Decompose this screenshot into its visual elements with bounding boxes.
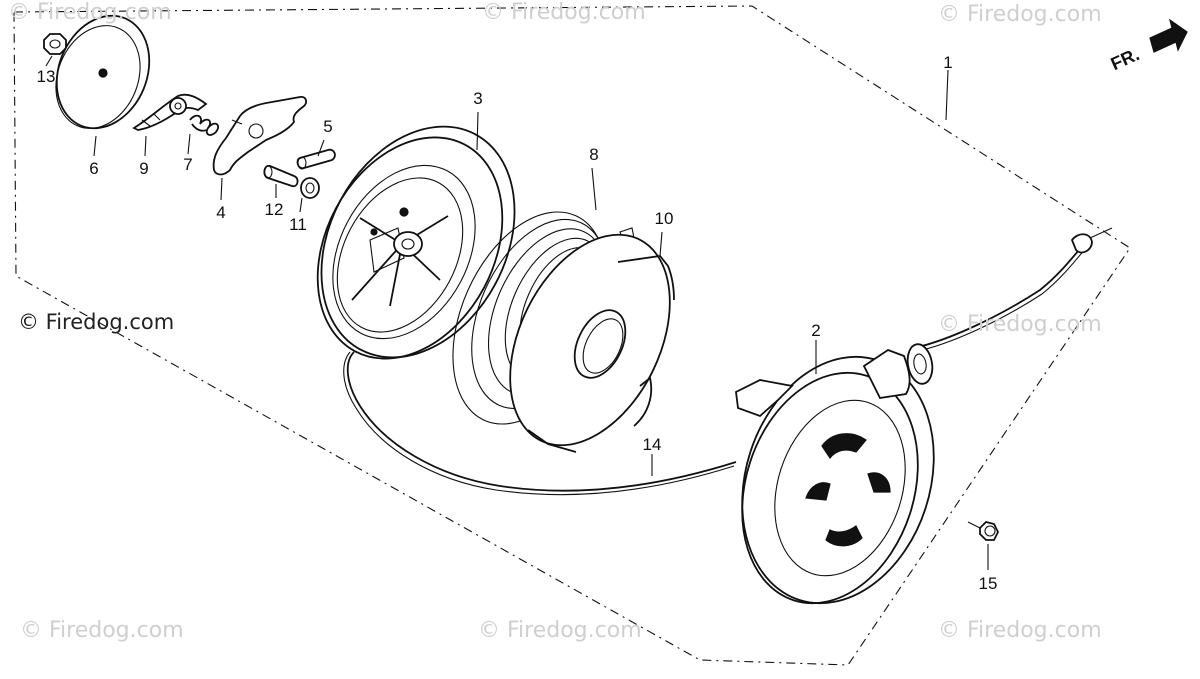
- callout-6: 6: [89, 159, 99, 178]
- watermark: © Firedog.com: [938, 312, 1102, 337]
- callout-2: 2: [811, 321, 821, 340]
- callout-3: 3: [473, 89, 483, 108]
- part-9-friction-plate: [132, 93, 208, 131]
- part-7-spring: [189, 114, 220, 136]
- part-6-cover-plate: [55, 14, 151, 130]
- part-11-washer: [300, 177, 320, 199]
- callout-7: 7: [183, 155, 193, 174]
- part-5-pin: [296, 148, 336, 170]
- part-2-starter-case: [735, 343, 935, 605]
- watermark: © Firedog.com: [938, 618, 1102, 643]
- callout-4: 4: [216, 203, 226, 222]
- callout-13: 13: [36, 67, 56, 86]
- callout-15: 15: [978, 574, 998, 593]
- leader-lines: [45, 55, 989, 570]
- watermark: © Firedog.com: [8, 0, 172, 25]
- watermark: © Firedog.com: [482, 0, 646, 25]
- part-15-bolt: [967, 521, 1000, 541]
- callout-9: 9: [139, 159, 149, 178]
- callout-11: 11: [289, 215, 307, 234]
- part-10-spring-cover: [509, 233, 675, 453]
- callout-14: 14: [642, 435, 662, 454]
- part-14-starter-rope: [343, 227, 1113, 496]
- callout-5: 5: [323, 117, 333, 136]
- assembly-boundary: [13, 5, 1131, 666]
- callout-8: 8: [589, 145, 599, 164]
- watermark: © Firedog.com: [938, 2, 1102, 27]
- part-12-pin: [263, 164, 299, 188]
- callout-1: 1: [943, 53, 953, 72]
- callout-10: 10: [654, 209, 674, 228]
- front-direction-arrow: [1149, 18, 1188, 53]
- watermark: © Firedog.com: [478, 618, 642, 643]
- watermark: © Firedog.com: [20, 618, 184, 643]
- part-13-nut: [43, 33, 67, 55]
- part-4-ratchet: [212, 96, 307, 176]
- part-3-reel: [316, 125, 516, 360]
- callout-12: 12: [264, 200, 284, 219]
- watermark: © Firedog.com: [18, 310, 175, 334]
